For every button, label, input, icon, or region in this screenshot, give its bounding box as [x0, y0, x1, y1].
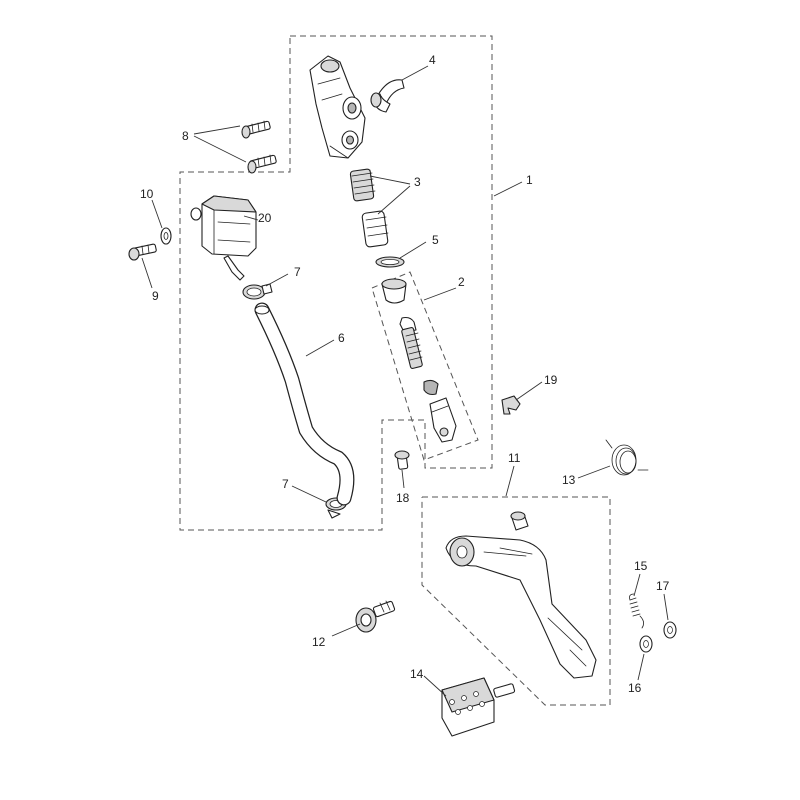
circlip-part [375, 256, 405, 268]
callout-17: 17 [656, 579, 670, 593]
pushrod-assembly-part [381, 278, 457, 443]
pivot-bolt-part [355, 600, 396, 633]
callout-18: 18 [396, 491, 410, 505]
brake-pedal-part [445, 511, 597, 679]
callout-13: 13 [562, 473, 576, 487]
spring-clip-part [501, 395, 521, 415]
callout-12: 12 [312, 635, 326, 649]
footpeg-part [441, 677, 516, 737]
master-cylinder-body [309, 55, 366, 159]
washer-17-part [663, 621, 677, 639]
callout-8: 8 [182, 129, 189, 143]
callout-3: 3 [414, 175, 421, 189]
callout-2: 2 [458, 275, 465, 289]
washer-part [160, 227, 172, 245]
spring-and-piston-part [349, 168, 389, 248]
banjo-fitting-part [370, 79, 405, 113]
callout-6: 6 [338, 331, 345, 345]
callout-5: 5 [432, 233, 439, 247]
group-outline-pushrod-kit [371, 271, 479, 461]
callout-19: 19 [544, 373, 558, 387]
callout-16: 16 [628, 681, 642, 695]
tension-spring-part [629, 593, 644, 629]
callout-7a: 7 [294, 265, 301, 279]
hose-clip-upper [242, 283, 273, 300]
washer-16-part [639, 635, 653, 653]
callout-7b: 7 [282, 477, 289, 491]
callout-1: 1 [526, 173, 533, 187]
leader-lines [141, 65, 669, 697]
group-outline-master-cylinder [179, 35, 493, 531]
bolt-lower [247, 154, 277, 174]
clevis-pin-part [394, 450, 410, 470]
screw-part [128, 243, 157, 261]
callout-labels: 1 2 3 4 5 6 7 7 8 9 10 11 12 13 14 15 16… [140, 53, 670, 695]
callout-10: 10 [140, 187, 154, 201]
callout-20: 20 [258, 211, 272, 225]
callout-14: 14 [410, 667, 424, 681]
fluid-reservoir-part [190, 195, 257, 281]
callout-4: 4 [429, 53, 436, 67]
brake-hose-part [254, 302, 355, 506]
callout-11: 11 [508, 451, 521, 465]
bolt-upper [241, 120, 271, 139]
callout-15: 15 [634, 559, 648, 573]
callout-9: 9 [152, 289, 159, 303]
torsion-spring-part [605, 439, 649, 476]
